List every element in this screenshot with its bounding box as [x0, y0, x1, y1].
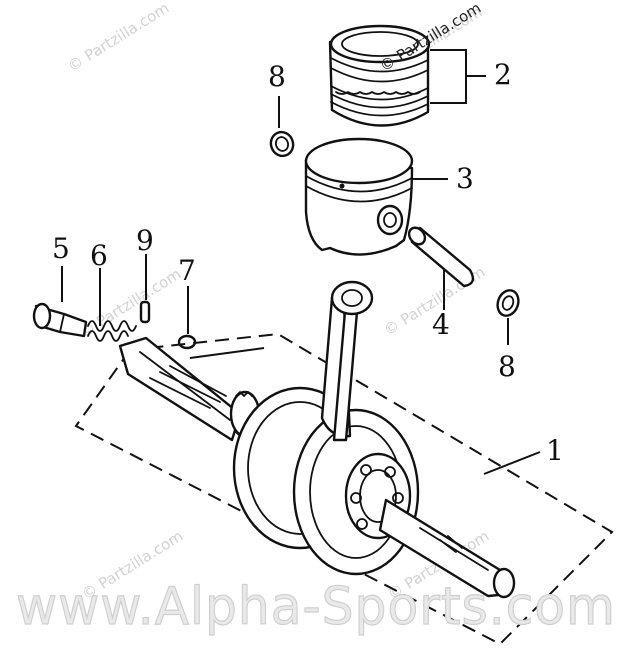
- callout-8-top: 8: [268, 60, 286, 93]
- piston-pin-clip-right: [496, 289, 520, 317]
- woodruff-key-pin: [139, 254, 151, 324]
- alpha-sports-watermark: www.Alpha-Sports.com: [16, 577, 616, 637]
- piston-pin-clip-inner: [274, 136, 290, 152]
- piston-rings: [328, 24, 486, 127]
- callout-8-right: 8: [498, 350, 516, 383]
- callout-1: 1: [546, 434, 564, 467]
- washer-small: [177, 286, 197, 350]
- crank-bolt: [32, 266, 88, 338]
- callout-7: 7: [178, 254, 196, 287]
- callout-3: 3: [456, 162, 474, 195]
- callout-labels: 1 2 3 4 5 6 7 8 8 9: [52, 58, 564, 467]
- partzilla-watermark: © Partzilla.com: [65, 0, 173, 75]
- crankshaft-assembly: [74, 280, 614, 646]
- callout-6: 6: [90, 239, 108, 272]
- callout-9: 9: [136, 224, 154, 257]
- piston-pin: [407, 226, 475, 310]
- callout-2: 2: [494, 58, 512, 91]
- piston-pin-clip: [269, 130, 295, 158]
- spring: [87, 268, 137, 342]
- piston: [304, 137, 448, 256]
- callout-5: 5: [52, 232, 70, 265]
- callout-4: 4: [432, 308, 450, 341]
- piston-pin-clip-right-inner: [501, 295, 515, 311]
